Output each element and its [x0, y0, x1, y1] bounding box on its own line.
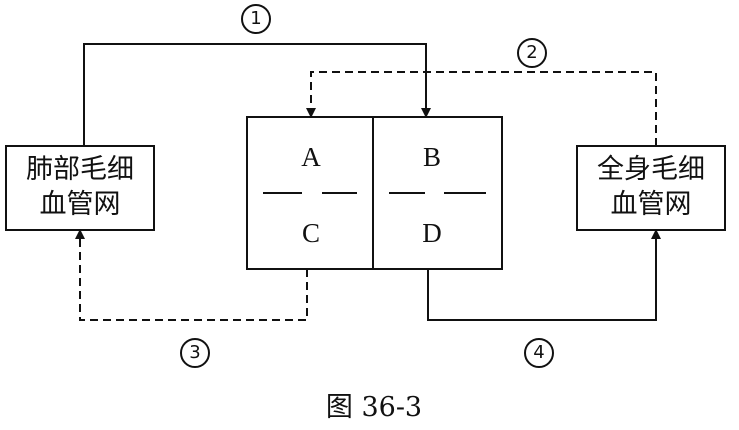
systemic-capillary-line1: 全身毛细: [597, 154, 705, 185]
chamber-c-label: C: [301, 218, 320, 248]
chamber-b-label: B: [422, 142, 441, 172]
figure-caption: 图 36-3: [325, 392, 423, 423]
lung-capillary-line2: 血管网: [39, 189, 121, 221]
lung-capillary-line1: 肺部毛细: [26, 154, 134, 185]
pathway-1-line: [83, 43, 431, 146]
pathway-3-marker: 3: [180, 338, 210, 368]
pathway-2-line: [306, 71, 657, 146]
pathway-1-marker: 1: [241, 4, 271, 34]
pathway-2-marker: 2: [517, 38, 547, 68]
lung-capillary-label: 肺部毛细 血管网: [6, 152, 154, 222]
chamber-d-label: D: [422, 218, 442, 248]
pathway-4-marker: 4: [524, 338, 554, 368]
chamber-a-label: A: [301, 142, 321, 172]
heart-box: [246, 116, 503, 270]
pathway-3-line: [75, 229, 308, 321]
systemic-capillary-label: 全身毛细 血管网: [577, 152, 725, 222]
pathway-4-line: [427, 229, 661, 321]
systemic-capillary-line2: 血管网: [610, 189, 692, 221]
